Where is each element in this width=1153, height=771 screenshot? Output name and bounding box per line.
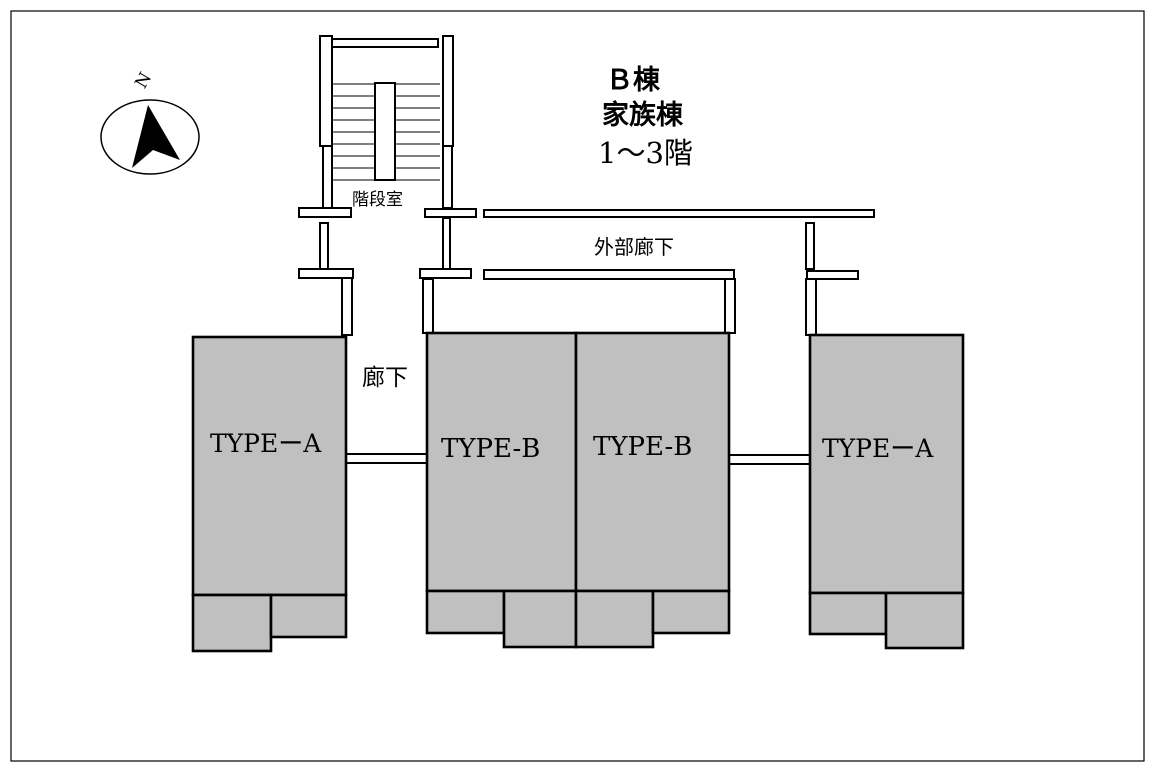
stairwell-label: 階段室 [352, 190, 403, 210]
unit-label-type-b-right: TYPE-B [593, 432, 692, 462]
external-corridor-walls [298, 207, 875, 336]
building-type: 家族棟 [602, 99, 684, 131]
unit-type-b-right [574, 331, 731, 649]
corridor-label: 廊下 [362, 365, 408, 391]
stairwell [319, 35, 454, 209]
corridor-connector-right [728, 454, 811, 465]
unit-type-a-left [191, 335, 348, 653]
external-corridor-label: 外部廊下 [594, 235, 674, 259]
floor-range: 1～3階 [598, 136, 693, 170]
unit-type-a-right [808, 333, 965, 650]
unit-label-type-b-left: TYPE-B [441, 434, 540, 464]
unit-type-b-left [425, 331, 578, 649]
corridor-connector-left [345, 453, 428, 464]
north-arrow-icon: N [100, 69, 200, 175]
unit-label-type-a-right: TYPEーA [822, 434, 934, 463]
unit-label-type-a-left: TYPEーA [210, 429, 322, 458]
building-name: Ｂ棟 [606, 65, 661, 96]
